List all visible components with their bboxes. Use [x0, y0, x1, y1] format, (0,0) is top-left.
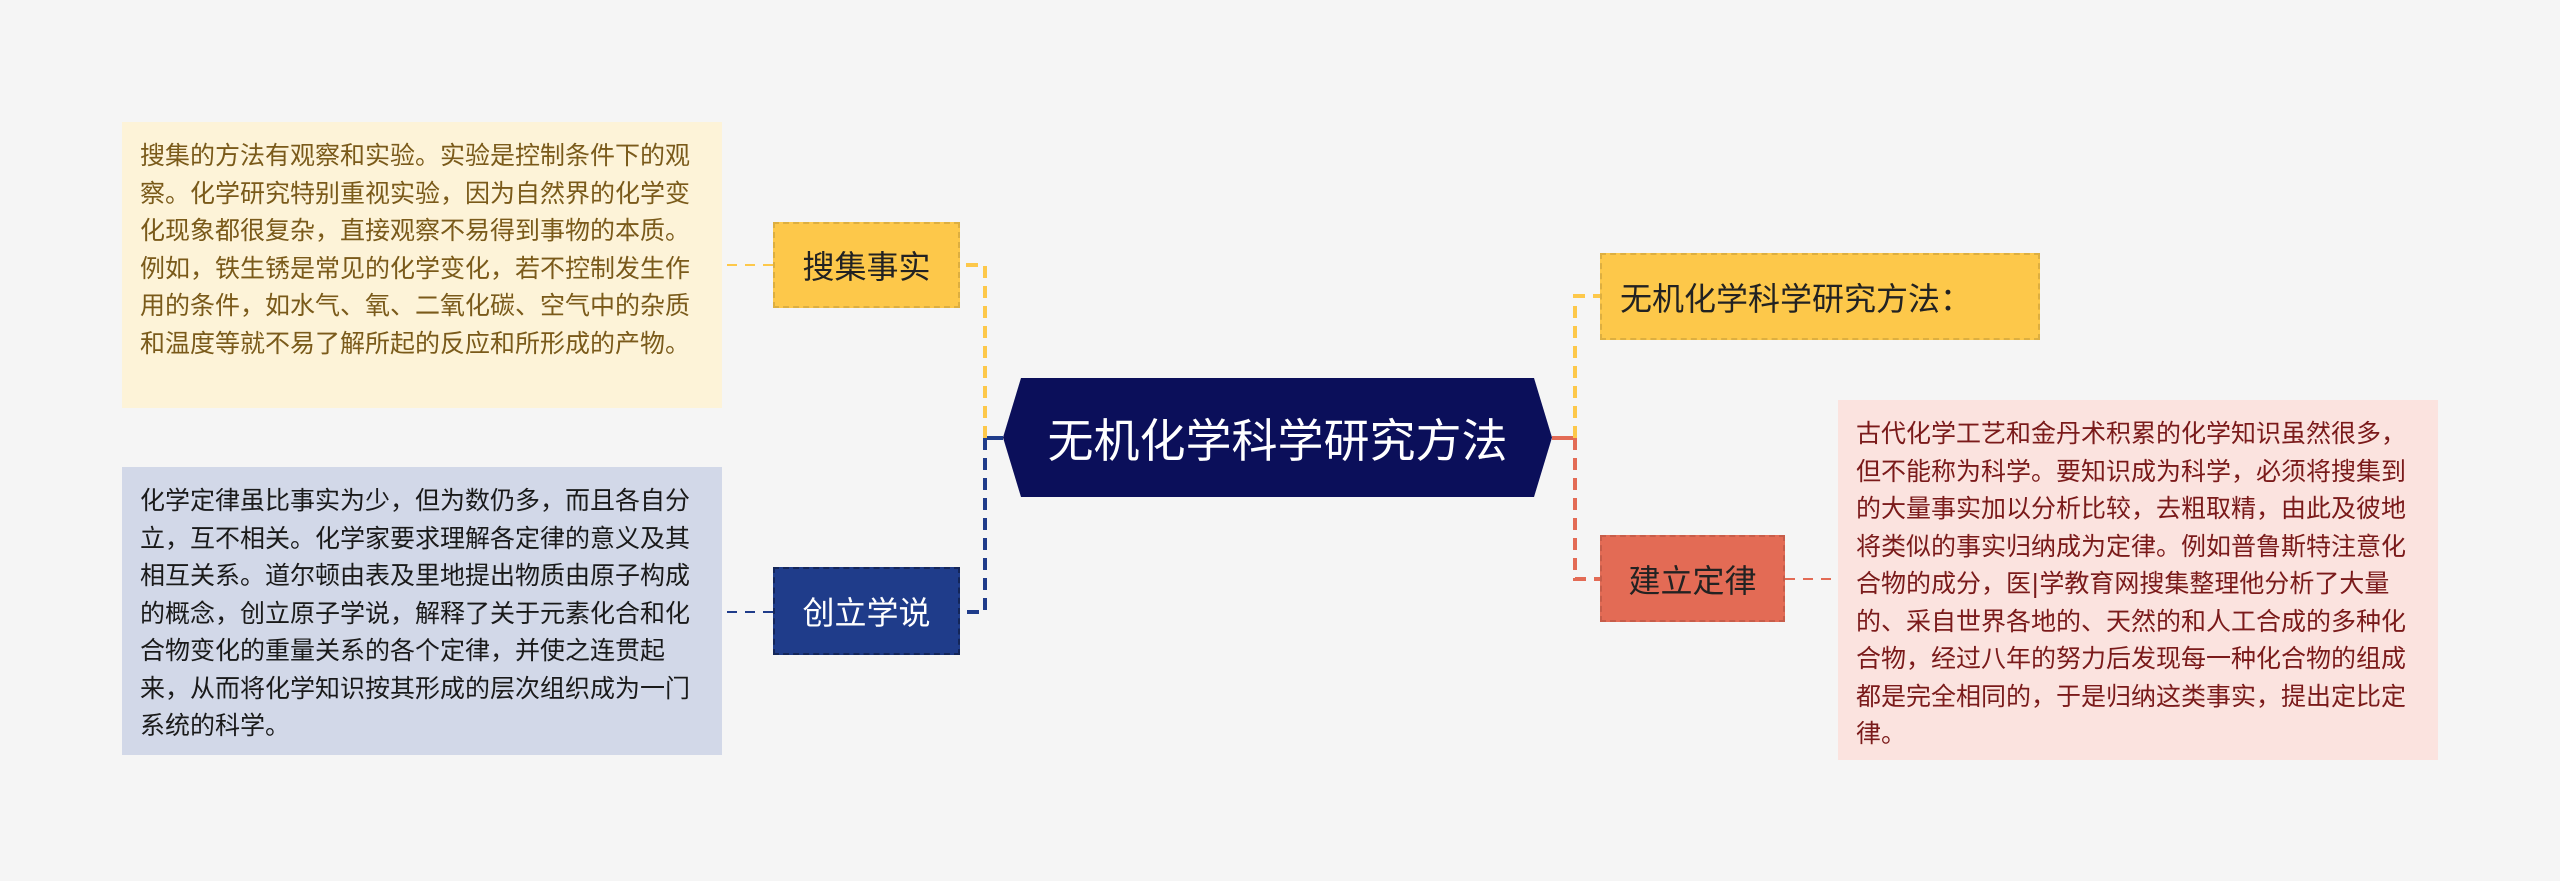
- branch-label: 无机化学科学研究方法：: [1620, 279, 1973, 318]
- detail-collect-facts: 搜集的方法有观察和实验。实验是控制条件下的观察。化学研究特别重视实验，因为自然界…: [122, 122, 722, 408]
- branch-establish-law[interactable]: 建立定律: [1600, 535, 1785, 622]
- branch-create-theory[interactable]: 创立学说: [773, 567, 960, 655]
- branch-label: 创立学说: [802, 594, 931, 632]
- hexagon-shape: [1003, 378, 1552, 497]
- branch-label: 建立定律: [1628, 561, 1757, 600]
- detail-create-theory: 化学定律虽比事实为少，但为数仍多，而且各自分立，互不相关。化学家要求理解各定律的…: [122, 467, 722, 755]
- central-topic-label: 无机化学科学研究方法: [1047, 413, 1508, 468]
- branch-label: 搜集事实: [802, 248, 931, 286]
- central-topic[interactable]: 无机化学科学研究方法: [1003, 378, 1552, 497]
- branch-method-heading[interactable]: 无机化学科学研究方法：: [1600, 253, 2040, 340]
- branch-collect-facts[interactable]: 搜集事实: [773, 222, 960, 308]
- detail-establish-law: 古代化学工艺和金丹术积累的化学知识虽然很多，但不能称为科学。要知识成为科学，必须…: [1838, 400, 2438, 760]
